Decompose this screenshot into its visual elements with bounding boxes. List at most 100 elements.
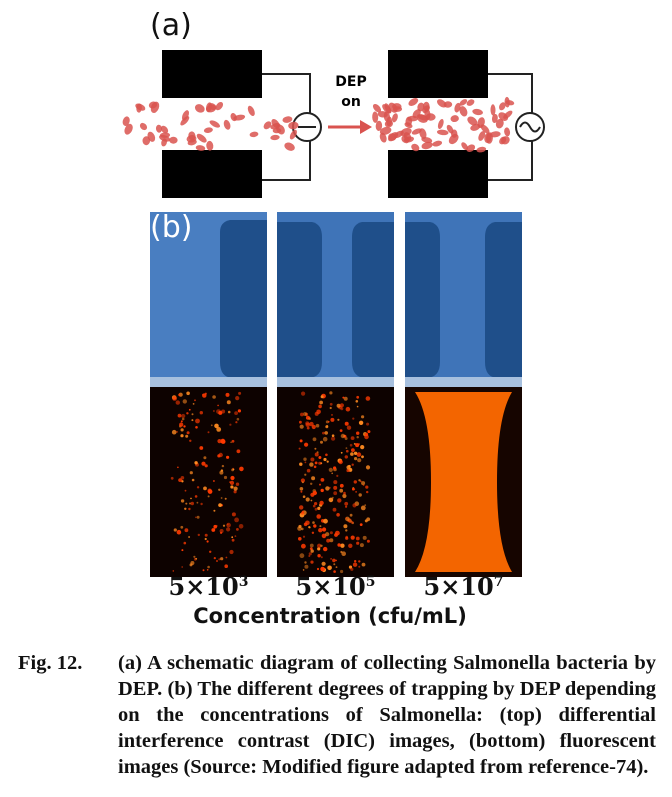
fluorescent-speck bbox=[310, 492, 315, 497]
bacterium bbox=[472, 108, 483, 116]
fluorescent-speck bbox=[177, 413, 182, 418]
fluorescent-speck bbox=[330, 417, 335, 422]
bacterium bbox=[208, 103, 217, 111]
fluorescent-speck bbox=[339, 483, 344, 488]
fluorescent-speck bbox=[355, 400, 359, 403]
fluorescent-speck bbox=[220, 469, 224, 472]
fluorescent-speck bbox=[179, 422, 184, 427]
fluorescent-speck bbox=[237, 409, 241, 413]
fluorescent-speck bbox=[211, 528, 216, 532]
fluorescent-speck bbox=[352, 562, 358, 567]
fluorescent-speck bbox=[216, 560, 218, 562]
fluorescent-speck bbox=[310, 482, 313, 485]
bacterium bbox=[155, 124, 163, 133]
fluorescent-speck bbox=[343, 524, 348, 529]
fluorescent-speck bbox=[352, 417, 355, 420]
fluorescent-speck bbox=[188, 408, 191, 411]
fluorescent-speck bbox=[304, 473, 307, 476]
fluorescent-speck bbox=[299, 424, 304, 429]
bacterium bbox=[404, 122, 413, 129]
fluorescent-speck bbox=[231, 512, 236, 517]
fluorescent-speck bbox=[185, 434, 189, 438]
fluorescent-speck bbox=[299, 420, 302, 424]
bacterium bbox=[403, 132, 412, 142]
fluorescent-speck bbox=[367, 430, 371, 434]
fluorescent-speck bbox=[333, 563, 336, 566]
fluorescent-speck bbox=[170, 476, 174, 480]
x-axis-label: Concentration (cfu/mL) bbox=[193, 604, 467, 628]
fluorescent-speck bbox=[339, 403, 344, 408]
fluorescent-speck bbox=[322, 436, 328, 442]
fluorescent-speck bbox=[332, 558, 336, 563]
caption-text: (a) A schematic diagram of collecting Sa… bbox=[118, 652, 656, 778]
bacterium bbox=[284, 142, 295, 151]
fluorescent-speck bbox=[331, 434, 335, 437]
fluorescent-speck bbox=[218, 558, 221, 561]
fluorescent-speck bbox=[300, 490, 303, 493]
fluorescent-speck bbox=[302, 495, 306, 498]
bacterium bbox=[379, 132, 387, 143]
bacterium bbox=[459, 99, 468, 106]
bacterium bbox=[203, 127, 213, 133]
fluorescent-speck bbox=[345, 529, 348, 532]
fluorescent-speck bbox=[366, 539, 370, 543]
fluorescent-speck bbox=[184, 507, 187, 510]
fluorescent-speck bbox=[361, 455, 364, 459]
fluorescent-speck bbox=[303, 522, 308, 527]
fluorescent-speck bbox=[207, 565, 210, 569]
fluorescent-speck bbox=[317, 506, 321, 510]
fluorescent-speck bbox=[221, 409, 226, 414]
fluorescent-speck bbox=[230, 441, 232, 444]
fluorescent-speck bbox=[327, 565, 332, 571]
fluorescent-speck bbox=[312, 437, 317, 442]
fluorescent-speck bbox=[358, 493, 362, 497]
fluorescent-speck bbox=[226, 400, 231, 405]
fluorescent-speck bbox=[327, 420, 330, 423]
dic-image-2 bbox=[277, 212, 394, 387]
bacterium bbox=[448, 133, 459, 145]
fluorescent-speck bbox=[366, 490, 369, 494]
fluorescent-speck bbox=[309, 421, 314, 427]
fluorescent-speck bbox=[353, 480, 357, 484]
fluorescent-speck bbox=[220, 438, 226, 444]
fluorescent-speck bbox=[337, 418, 340, 421]
fluorescent-speck bbox=[340, 569, 344, 574]
bacterium bbox=[272, 127, 282, 134]
fluorescent-speck bbox=[362, 535, 367, 540]
fluorescent-speck bbox=[329, 402, 333, 406]
fluorescent-speck bbox=[339, 488, 344, 493]
fluorescent-speck bbox=[344, 421, 349, 426]
fluorescent-speck bbox=[346, 468, 350, 473]
bacterium bbox=[495, 118, 504, 129]
fluorescent-speck bbox=[339, 429, 343, 432]
fluorescent-speck bbox=[305, 422, 311, 428]
fluorescent-speck bbox=[314, 502, 318, 506]
fluorescent-speck bbox=[230, 485, 234, 489]
fluorescent-speck bbox=[188, 536, 191, 538]
bacterium bbox=[484, 132, 492, 144]
fluorescent-speck bbox=[189, 502, 191, 505]
fluorescent-speck bbox=[316, 567, 320, 571]
fluorescent-speck bbox=[195, 516, 197, 519]
fluorescent-speck bbox=[176, 430, 178, 433]
bacterium bbox=[148, 101, 158, 109]
fluorescent-speck bbox=[229, 549, 234, 555]
fluorescent-speck bbox=[218, 503, 222, 507]
fluorescent-speck bbox=[213, 557, 216, 560]
fluorescent-speck bbox=[326, 425, 329, 427]
fluorescent-speck bbox=[181, 417, 185, 421]
fluorescent-speck bbox=[356, 405, 359, 408]
fluorescent-speck bbox=[186, 412, 189, 415]
fluorescent-speck bbox=[314, 461, 318, 465]
fluorescent-speck bbox=[346, 449, 349, 453]
fluorescent-speck bbox=[314, 507, 318, 511]
bacterium bbox=[419, 128, 427, 139]
fluorescent-speck bbox=[336, 474, 339, 477]
bacterium bbox=[411, 143, 420, 152]
fluorescent-speck bbox=[206, 569, 209, 571]
fluorescent-speck bbox=[318, 528, 323, 533]
fluorescent-speck bbox=[323, 457, 327, 462]
fluorescent-speck bbox=[361, 481, 366, 486]
fluorescent-speck bbox=[227, 410, 231, 414]
fluorescent-speck bbox=[335, 559, 337, 562]
